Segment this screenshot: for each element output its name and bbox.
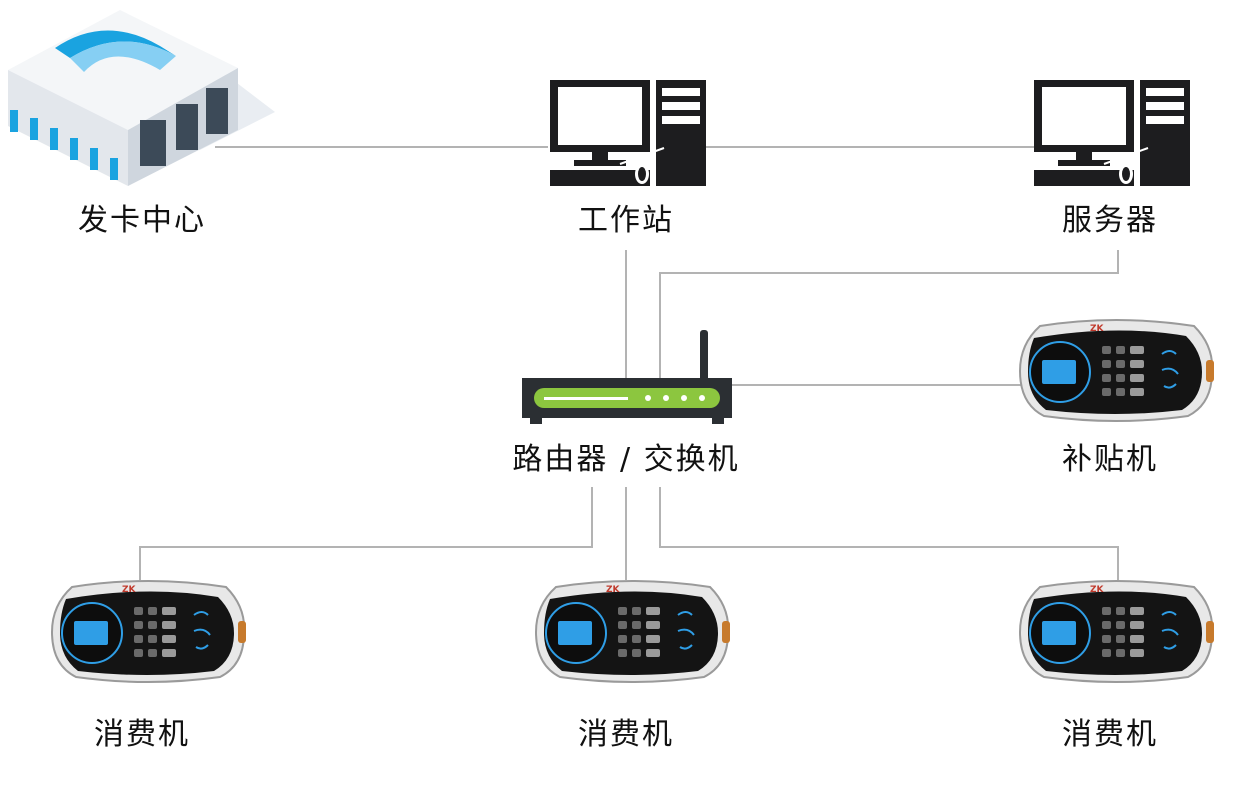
device-brand: ZK (122, 585, 136, 595)
link-router-consumer-1 (139, 487, 593, 580)
router-icon (520, 328, 734, 428)
subsidy-terminal-icon: ZK (1016, 316, 1216, 426)
workstation-computer-icon (548, 78, 708, 188)
consumer-3-label: 消费机 (1062, 717, 1158, 752)
link-server-router (659, 250, 1119, 380)
device-brand: ZK (606, 585, 620, 595)
subsidy-label: 补贴机 (1062, 442, 1158, 477)
consumer-terminal-2-icon: ZK (532, 577, 732, 687)
device-brand: ZK (1090, 324, 1104, 334)
link-router-consumer-3 (659, 487, 1119, 580)
server-computer-icon (1032, 78, 1192, 188)
device-brand: ZK (1090, 585, 1104, 595)
workstation-label: 工作站 (578, 203, 674, 238)
consumer-terminal-1-icon: ZK (48, 577, 248, 687)
server-label: 服务器 (1062, 203, 1158, 238)
consumer-2-label: 消费机 (578, 717, 674, 752)
consumer-1-label: 消费机 (94, 717, 190, 752)
router-label: 路由器 / 交换机 (512, 442, 740, 477)
card-center-label: 发卡中心 (78, 203, 206, 238)
consumer-terminal-3-icon: ZK (1016, 577, 1216, 687)
building-icon (0, 0, 280, 190)
